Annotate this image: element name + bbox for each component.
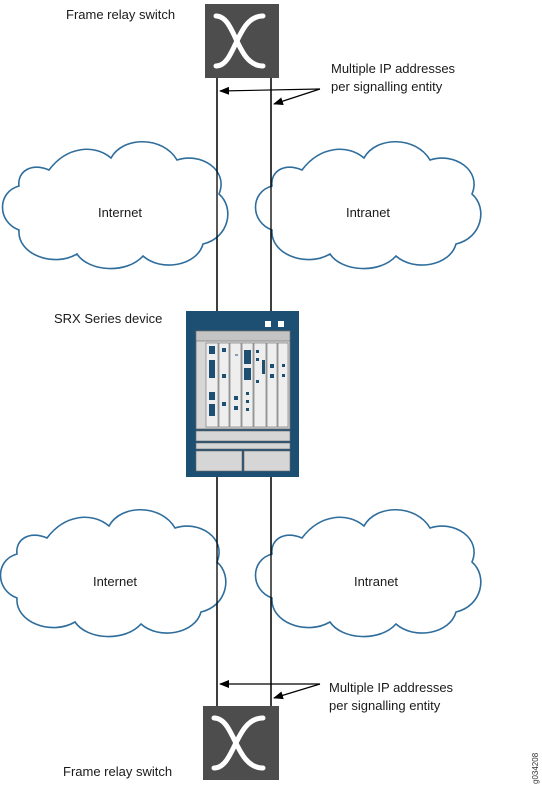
cloud-label-internet-top: Internet [98,205,142,220]
device-label: SRX Series device [54,311,162,326]
frame-relay-switch-top [205,4,279,78]
arrow-top-to-right-line [273,88,321,106]
srx-device [186,311,299,477]
cloud-label-internet-bottom: Internet [93,574,137,589]
arrow-top-to-left-line [219,86,321,95]
switch-icon [213,13,266,69]
frame-relay-switch-bottom [203,706,279,780]
annotation-top-line2: per signalling entity [331,79,443,94]
switch-icon [211,715,266,771]
annotation-bottom-line1: Multiple IP addresses [329,680,454,695]
cloud-label-intranet-bottom: Intranet [354,574,398,589]
switch-bottom-label: Frame relay switch [63,764,172,779]
switch-top-label: Frame relay switch [66,7,175,22]
annotation-bottom-line2: per signalling entity [329,698,441,713]
annotation-top-line1: Multiple IP addresses [331,61,456,76]
cloud-label-intranet-top: Intranet [346,205,390,220]
arrow-bottom-to-right-line [273,683,321,700]
figure-id: g034208 [531,752,540,784]
